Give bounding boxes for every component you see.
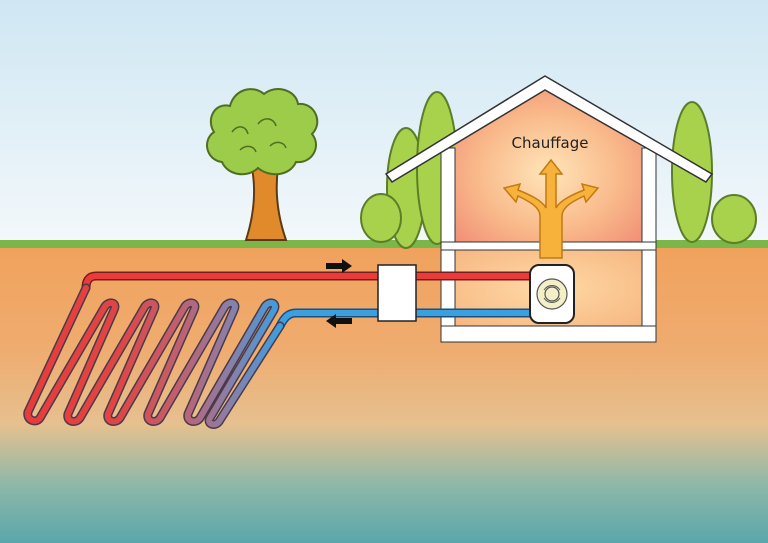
right-arrow-icon [326,259,352,273]
tree-foliage [206,88,319,176]
house-foundation [440,325,657,343]
tree [206,88,319,241]
house-roof [384,75,714,183]
tree-trunk [244,167,288,241]
grass-line [0,240,768,248]
heat-pump-icon [536,278,568,310]
heat-pump-icon-inner [544,286,560,302]
left-arrow-icon [326,314,352,328]
bush-group-left [360,91,458,249]
pipes [23,271,537,429]
bush-round-right [711,194,757,244]
heat-arrows [502,158,600,259]
heat-arrow-icon [502,158,600,259]
ground-coil [24,285,283,428]
heat-pump-icon-swirl [543,285,561,303]
tree-detail [231,118,287,153]
room-label: Chauffage [512,134,589,152]
flow-arrows [326,259,352,328]
heat-emitter [529,264,575,324]
heat-pump-box [377,264,417,322]
bush-round-left [360,193,402,243]
